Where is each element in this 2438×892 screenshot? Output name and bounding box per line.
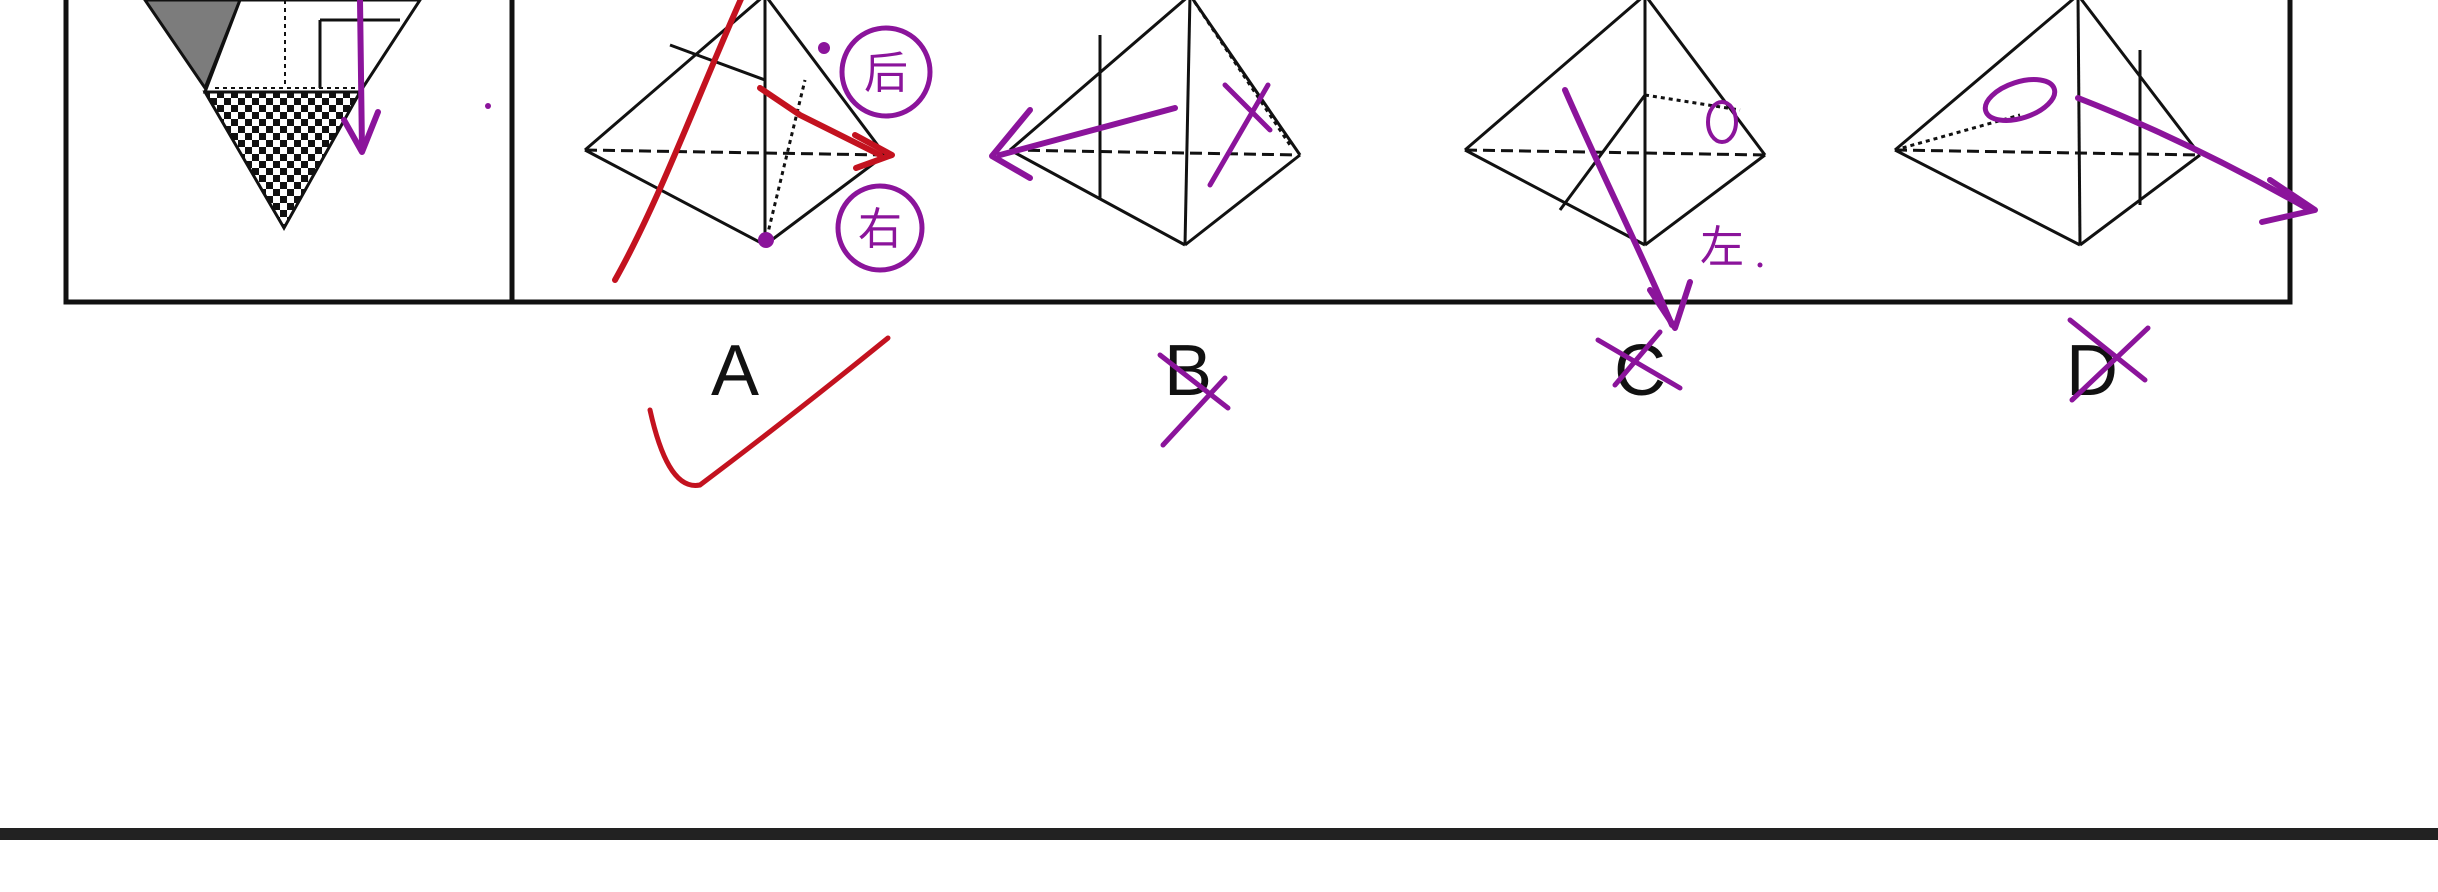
oval-mark xyxy=(1982,77,2058,123)
option-d-figure xyxy=(1894,0,2318,247)
option-c-label: C xyxy=(1614,331,1666,411)
bottom-divider xyxy=(0,828,2438,840)
option-a-label: A xyxy=(711,331,759,411)
options-frame xyxy=(509,0,2293,305)
handwritten-upper-note: 后 xyxy=(864,48,908,99)
check-mark-icon xyxy=(647,335,891,488)
checkered-triangle-face xyxy=(202,90,363,232)
cross-mark-icon xyxy=(2067,317,2151,403)
circled-note-upper xyxy=(839,25,933,119)
cross-mark-icon xyxy=(1595,329,1683,391)
option-a-figure: 后 右 xyxy=(584,0,933,283)
white-face xyxy=(202,0,422,94)
option-b-figure xyxy=(989,0,1302,247)
handwritten-c-note: 左 xyxy=(1700,222,1744,273)
circled-note-lower xyxy=(835,183,925,273)
small-circle-mark xyxy=(1706,100,1738,144)
option-c-figure: 左 xyxy=(1464,0,1767,331)
handwritten-lower-note: 右 xyxy=(858,204,902,255)
cross-mark-icon xyxy=(1157,352,1231,448)
given-figure xyxy=(63,0,515,305)
